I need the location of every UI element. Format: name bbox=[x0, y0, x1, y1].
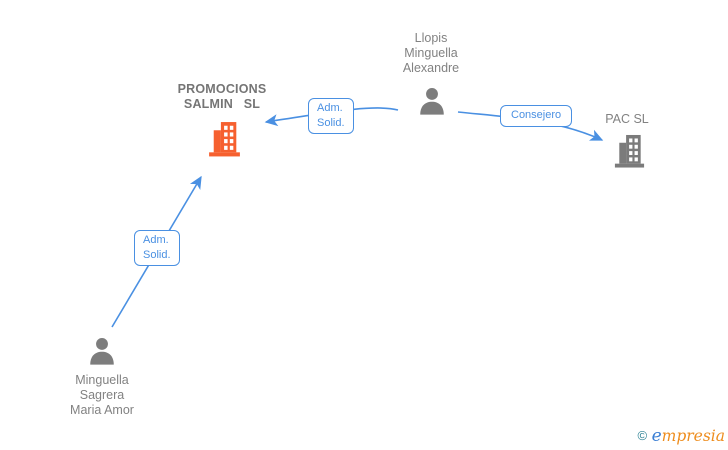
edge-label-line: Adm. bbox=[143, 234, 169, 246]
edge-label-line: Consejero bbox=[511, 109, 562, 121]
edge-label-line: Solid. bbox=[317, 116, 345, 129]
building-icon-main[interactable] bbox=[206, 120, 243, 164]
edge-label-adm-solid-bottom: Adm. Solid. bbox=[134, 230, 180, 266]
person-top-name-line3: Alexandre bbox=[402, 61, 460, 75]
edge-label-line: Solid. bbox=[143, 248, 171, 261]
building-icon-right[interactable] bbox=[612, 133, 647, 175]
edge-label-line: Adm. bbox=[317, 102, 343, 114]
company-right-name-line1: PAC SL bbox=[605, 112, 649, 126]
person-top-name-line1: Llopis bbox=[414, 31, 448, 45]
empresia-watermark: © empresia bbox=[638, 426, 725, 446]
company-right-name[interactable]: PAC SL bbox=[582, 112, 672, 127]
brand-name: mpresia bbox=[661, 427, 725, 445]
person-top-name[interactable]: Llopis Minguella Alexandre bbox=[376, 31, 486, 76]
company-main-name-line2: SALMIN SL bbox=[183, 97, 261, 111]
person-icon-bottom[interactable] bbox=[86, 336, 118, 372]
person-bottom-name[interactable]: Minguella Sagrera Maria Amor bbox=[41, 373, 163, 418]
edge-label-consejero: Consejero bbox=[500, 105, 573, 127]
copyright-icon: © bbox=[637, 428, 648, 443]
person-bottom-name-line2: Sagrera bbox=[79, 388, 125, 402]
edge-label-adm-solid-top: Adm. Solid. bbox=[308, 98, 354, 134]
person-bottom-name-line3: Maria Amor bbox=[70, 403, 134, 417]
person-top-name-line2: Minguella bbox=[404, 46, 458, 60]
person-bottom-name-line1: Minguella bbox=[75, 373, 129, 387]
brand-first-letter: e bbox=[651, 426, 662, 446]
company-main-name[interactable]: PROMOCIONS SALMIN SL bbox=[122, 82, 322, 112]
company-main-name-line1: PROMOCIONS bbox=[177, 82, 267, 96]
person-icon-top[interactable] bbox=[416, 86, 448, 122]
